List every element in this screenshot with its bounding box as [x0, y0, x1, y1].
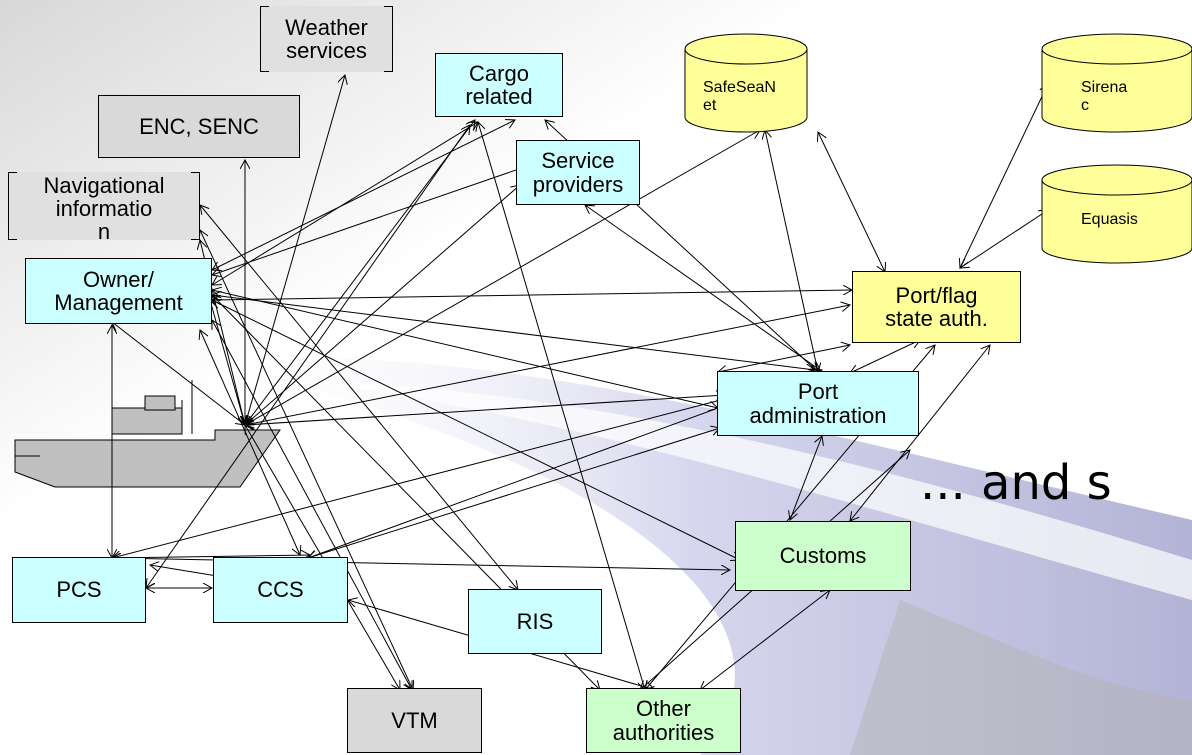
other-authorities-node: Other authorities: [586, 688, 741, 753]
port-flag-state-authority-node: Port/flag state auth.: [852, 271, 1021, 343]
cargo-related-node: Cargo related: [435, 53, 563, 117]
navigational-information-node: Navigational informatio n: [8, 172, 200, 240]
connection-arrow: [212, 290, 852, 300]
sirenac-label: Sirenac: [1081, 79, 1128, 114]
connection-arrow: [790, 436, 822, 520]
connection-arrow: [212, 295, 815, 370]
vtm-node: VTM: [347, 688, 482, 753]
connection-arrow: [200, 205, 518, 590]
connection-arrow: [718, 345, 850, 372]
connection-arrow: [700, 590, 830, 690]
connection-arrow: [112, 558, 730, 570]
customs-node: Customs: [735, 521, 911, 591]
connection-arrow: [212, 160, 545, 275]
ship-icon: [14, 380, 281, 488]
connection-arrow: [212, 320, 412, 690]
service-providers-node: Service providers: [516, 140, 640, 205]
connection-arrow: [245, 185, 520, 425]
owner-management-node: Owner/ Management: [25, 258, 212, 324]
connection-arrow: [245, 120, 475, 425]
connection-arrow: [765, 130, 818, 372]
connection-arrow: [585, 205, 820, 370]
connection-arrow: [308, 428, 720, 558]
connection-arrow: [818, 132, 885, 272]
weather-services-node: Weather services: [260, 6, 393, 72]
connection-arrow: [850, 340, 920, 373]
enc-senc-node: ENC, SENC: [98, 95, 300, 158]
ris-node: RIS: [468, 589, 602, 654]
ccs-node: CCS: [213, 557, 348, 623]
equasis-database-icon: [1041, 164, 1192, 264]
connection-arrow: [478, 122, 645, 690]
safeseanet-database-icon: [684, 33, 808, 133]
connection-arrow: [960, 210, 1048, 268]
equasis-label: Equasis: [1081, 211, 1138, 228]
connection-arrow: [960, 84, 1048, 268]
safeseanet-label: SafeSeaNet: [703, 79, 776, 114]
connection-arrow: [210, 300, 245, 425]
connection-arrow: [245, 395, 725, 425]
pcs-node: PCS: [12, 557, 146, 623]
sirenac-database-icon: [1041, 33, 1192, 133]
port-administration-node: Port administration: [717, 371, 919, 436]
connection-arrow: [212, 290, 718, 408]
connection-arrow: [212, 300, 740, 560]
